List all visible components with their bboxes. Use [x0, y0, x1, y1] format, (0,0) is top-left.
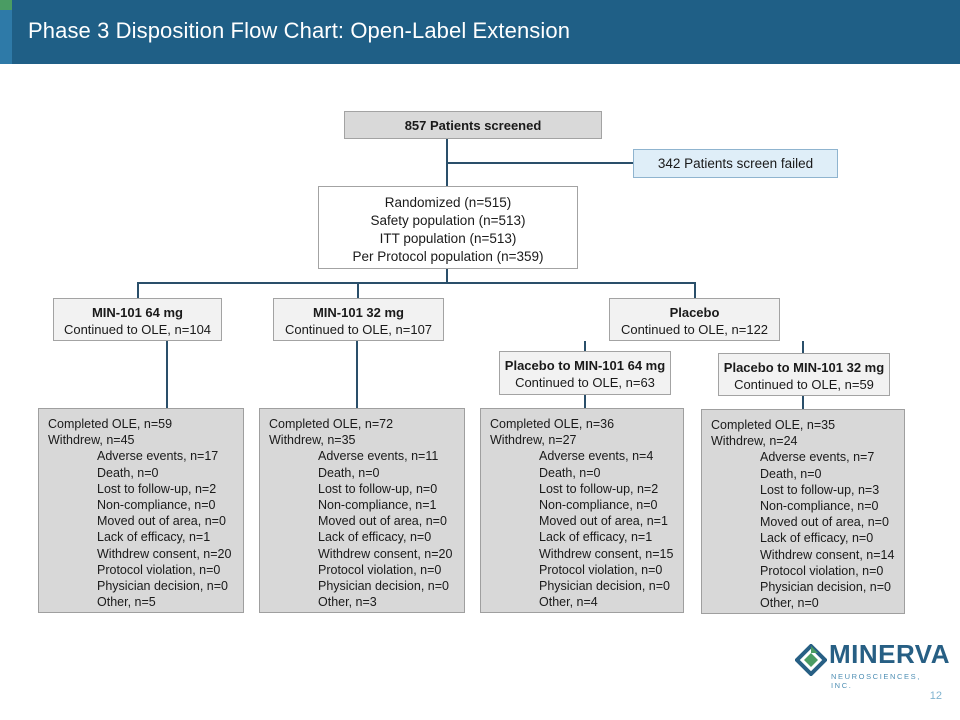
- reason-lost-to-follow-up: Lost to follow-up, n=2: [539, 481, 659, 496]
- reason-lost-to-follow-up: Lost to follow-up, n=3: [760, 482, 880, 497]
- withdrew-count: Withdrew, n=24: [711, 434, 798, 449]
- screen-failed-box: 342 Patients screen failed: [633, 149, 838, 178]
- connector-randomized-down: [446, 269, 448, 283]
- reason-adverse-events: Adverse events, n=4: [539, 449, 654, 464]
- arm-subtitle: Continued to OLE, n=107: [284, 322, 433, 337]
- connector-disp-placebo-64: [584, 395, 586, 408]
- reason-protocol-violation: Protocol violation, n=0: [97, 562, 221, 577]
- arm-subtitle: Continued to OLE, n=122: [620, 322, 769, 337]
- reason-physician-decision: Physician decision, n=0: [539, 579, 670, 594]
- reason-physician-decision: Physician decision, n=0: [760, 580, 891, 595]
- disposition-box-placebo-to-32mg: Completed OLE, n=35 Withdrew, n=24 Adver…: [701, 409, 905, 614]
- arm-title: Placebo: [669, 305, 720, 320]
- reason-adverse-events: Adverse events, n=7: [760, 450, 875, 465]
- reason-non-compliance: Non-compliance, n=0: [97, 498, 216, 513]
- reason-withdrew-consent: Withdrew consent, n=15: [539, 546, 674, 561]
- reason-withdrew-consent: Withdrew consent, n=14: [760, 547, 895, 562]
- reason-moved-out-of-area: Moved out of area, n=0: [760, 515, 889, 530]
- reason-withdrew-consent: Withdrew consent, n=20: [97, 546, 232, 561]
- reason-adverse-events: Adverse events, n=11: [318, 449, 439, 464]
- reason-lost-to-follow-up: Lost to follow-up, n=0: [318, 481, 438, 496]
- reason-adverse-events: Adverse events, n=17: [97, 449, 219, 464]
- arm-subtitle: Continued to OLE, n=63: [515, 375, 655, 390]
- slide-title: Phase 3 Disposition Flow Chart: Open-Lab…: [28, 18, 571, 43]
- connector-placebo-split-left: [584, 341, 586, 351]
- reason-other: Other, n=0: [760, 596, 819, 611]
- reason-withdrew-consent: Withdrew consent, n=20: [318, 546, 453, 561]
- per-protocol-population-line: Per Protocol population (n=359): [352, 249, 544, 264]
- randomized-box: Randomized (n=515) Safety population (n=…: [318, 186, 578, 269]
- reason-non-compliance: Non-compliance, n=0: [760, 499, 879, 514]
- completed-count: Completed OLE, n=35: [711, 418, 836, 432]
- connector-arms-horizontal: [137, 282, 696, 284]
- disposition-box-min101-64mg: Completed OLE, n=59 Withdrew, n=45 Adver…: [38, 408, 244, 613]
- completed-count: Completed OLE, n=36: [490, 417, 615, 431]
- reason-protocol-violation: Protocol violation, n=0: [318, 562, 442, 577]
- withdrew-count: Withdrew, n=45: [48, 433, 135, 448]
- header-accent-bar: [0, 0, 12, 64]
- reason-non-compliance: Non-compliance, n=0: [539, 498, 658, 513]
- patients-screened-box: 857 Patients screened: [344, 111, 602, 139]
- reason-other: Other, n=3: [318, 595, 377, 610]
- reason-lack-of-efficacy: Lack of efficacy, n=1: [539, 530, 653, 545]
- connector-arm-32-down: [357, 282, 359, 298]
- arm-box-placebo: Placebo Continued to OLE, n=122: [609, 298, 780, 341]
- logo-wordmark: MINERVA: [829, 639, 950, 669]
- safety-population-line: Safety population (n=513): [370, 213, 526, 228]
- logo-subtitle: NEUROSCIENCES, INC.: [831, 672, 921, 690]
- arm-subtitle: Continued to OLE, n=59: [734, 377, 874, 392]
- connector-arm-64-down: [137, 282, 139, 298]
- itt-population-line: ITT population (n=513): [379, 231, 517, 246]
- arm-title: Placebo to MIN-101 32 mg: [723, 360, 885, 375]
- reason-lack-of-efficacy: Lack of efficacy, n=0: [760, 531, 874, 546]
- slide-header: Phase 3 Disposition Flow Chart: Open-Lab…: [0, 0, 960, 64]
- connector-disp-32: [356, 341, 358, 408]
- reason-moved-out-of-area: Moved out of area, n=0: [97, 514, 226, 529]
- withdrew-count: Withdrew, n=27: [490, 433, 577, 448]
- connector-disp-64: [166, 341, 168, 408]
- reason-physician-decision: Physician decision, n=0: [97, 579, 228, 594]
- connector-disp-placebo-32: [802, 396, 804, 409]
- patients-screened-label: 857 Patients screened: [404, 118, 542, 133]
- arm-title: MIN-101 32 mg: [312, 305, 405, 320]
- arm-title: MIN-101 64 mg: [91, 305, 184, 320]
- disposition-box-placebo-to-64mg: Completed OLE, n=36 Withdrew, n=27 Adver…: [480, 408, 684, 613]
- reason-other: Other, n=5: [97, 595, 156, 610]
- disposition-box-min101-32mg: Completed OLE, n=72 Withdrew, n=35 Adver…: [259, 408, 465, 613]
- reason-other: Other, n=4: [539, 595, 598, 610]
- screen-failed-label: 342 Patients screen failed: [657, 156, 814, 171]
- reason-physician-decision: Physician decision, n=0: [318, 579, 449, 594]
- completed-count: Completed OLE, n=72: [269, 417, 394, 431]
- reason-death: Death, n=0: [539, 465, 601, 480]
- reason-protocol-violation: Protocol violation, n=0: [760, 563, 884, 578]
- page-number: 12: [929, 690, 942, 702]
- randomized-line: Randomized (n=515): [384, 195, 512, 210]
- reason-lack-of-efficacy: Lack of efficacy, n=0: [318, 530, 432, 545]
- connector-placebo-split-right: [802, 341, 804, 353]
- arm-box-min101-64mg: MIN-101 64 mg Continued to OLE, n=104: [53, 298, 222, 341]
- reason-moved-out-of-area: Moved out of area, n=1: [539, 514, 668, 529]
- arm-box-min101-32mg: MIN-101 32 mg Continued to OLE, n=107: [273, 298, 444, 341]
- minerva-logo: MINERVA NEUROSCIENCES, INC.: [795, 639, 950, 690]
- reason-death: Death, n=0: [97, 465, 159, 480]
- reason-lost-to-follow-up: Lost to follow-up, n=2: [97, 481, 217, 496]
- completed-count: Completed OLE, n=59: [48, 417, 173, 431]
- arm-title: Placebo to MIN-101 64 mg: [504, 358, 666, 373]
- reason-protocol-violation: Protocol violation, n=0: [539, 562, 663, 577]
- reason-death: Death, n=0: [760, 466, 822, 481]
- arm-box-placebo-to-64mg: Placebo to MIN-101 64 mg Continued to OL…: [499, 351, 671, 395]
- reason-non-compliance: Non-compliance, n=1: [318, 498, 437, 513]
- arm-subtitle: Continued to OLE, n=104: [63, 322, 212, 337]
- reason-death: Death, n=0: [318, 465, 380, 480]
- connector-arm-placebo-down: [694, 282, 696, 298]
- arm-box-placebo-to-32mg: Placebo to MIN-101 32 mg Continued to OL…: [718, 353, 890, 396]
- reason-moved-out-of-area: Moved out of area, n=0: [318, 514, 447, 529]
- connector-screen-failed: [446, 162, 634, 164]
- withdrew-count: Withdrew, n=35: [269, 433, 356, 448]
- minerva-logo-icon: [795, 644, 827, 676]
- reason-lack-of-efficacy: Lack of efficacy, n=1: [97, 530, 211, 545]
